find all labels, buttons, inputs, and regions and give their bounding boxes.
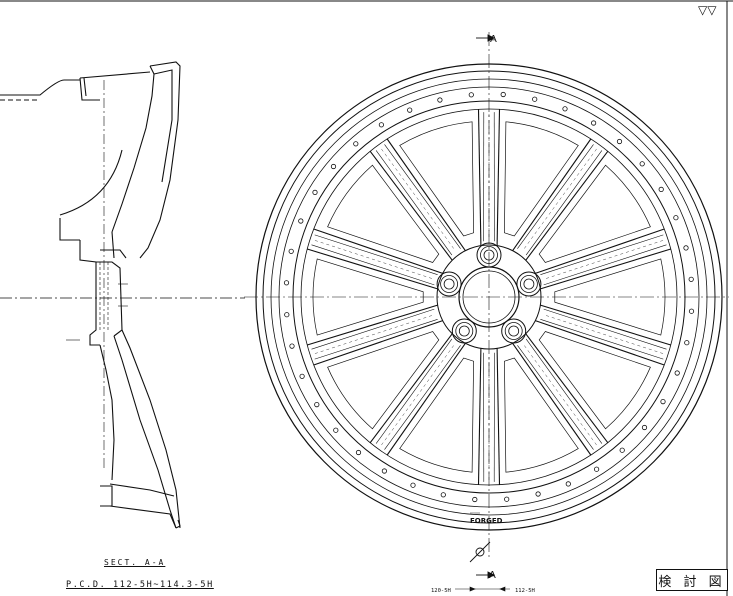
pcd-label: P.C.D. 112-5H~114.3-5H [66,580,214,590]
rivet [298,218,304,224]
rivet [532,96,538,102]
spoke-window [538,164,651,263]
rivet [288,248,294,254]
rivet [660,399,666,405]
section-marker-bottom [469,541,496,579]
spoke-window [327,164,440,263]
rivet [641,424,648,431]
spoke-window [504,121,579,237]
spoke-window [399,121,474,237]
spoke [477,109,501,246]
rivet [330,163,337,170]
spoke-windows [312,121,666,473]
rivet [562,106,568,112]
rivet [616,138,623,145]
spoke [535,304,671,366]
hub-outer [436,244,542,350]
forged-mark: FORGED [470,517,503,525]
spoke [307,228,443,290]
spoke-window [312,258,424,336]
rivet [437,97,443,103]
rivet [565,481,571,487]
rivet [688,308,695,314]
rivet [314,402,320,408]
section-marker-top [476,34,496,42]
rivet [440,492,446,498]
spoke [477,348,501,485]
spoke-window [538,331,651,430]
dimension-right-text: 112-5H [515,588,535,594]
rivet [658,186,664,193]
rivet [381,468,388,474]
title-block: 検 討 図 [656,569,728,591]
rivet [688,276,694,282]
section-view [0,61,245,529]
rivet [684,340,690,346]
rivet [410,482,416,488]
rivet [535,491,541,497]
spoke [512,138,609,261]
section-label: SECT. A-A [104,558,166,567]
spoke [307,304,443,366]
rivet [284,312,290,318]
lug-hole [501,318,527,344]
lug-hole [436,271,462,297]
hub-profile [79,240,100,346]
wheel-front-view [244,32,729,557]
rim-outer [255,63,723,531]
rivet-ring [283,91,695,503]
section-letter-top: A [490,34,497,45]
rivet [355,449,362,456]
surface-finish-symbol: ▽▽ [698,3,717,17]
rivet [407,107,413,113]
spoke [369,333,466,456]
rivet [312,189,318,196]
rivet [500,91,506,98]
rivet [333,427,339,433]
lug-hole [451,318,477,344]
spokes [307,109,671,485]
rivet [504,496,510,502]
rivet [619,447,625,453]
rivet [639,161,645,167]
rivet [472,496,478,503]
spoke [535,228,671,290]
rivet [591,120,597,126]
lug-holes [436,242,542,344]
rivet [468,92,474,98]
lug-hole [476,242,502,268]
rivet [299,373,305,379]
spoke [369,138,466,261]
spoke-window [327,331,440,430]
spoke-window [504,357,579,473]
spoke [512,333,609,456]
rivet [289,343,295,349]
rivet [674,370,680,376]
spoke-window [554,258,666,336]
rivet [283,280,290,286]
rivet [353,141,359,147]
bottom-dimension [455,586,510,592]
dimension-left-text: 120-5H [431,588,451,594]
spoke-window [399,357,474,473]
rim-profile-bottom [175,519,181,529]
rivet [378,122,385,128]
rivet [683,245,689,251]
rivet [594,466,600,472]
lug-hole [516,271,542,297]
section-letter-bottom: A [489,570,496,581]
rivet [673,215,679,221]
rim-profile-top [139,61,181,259]
